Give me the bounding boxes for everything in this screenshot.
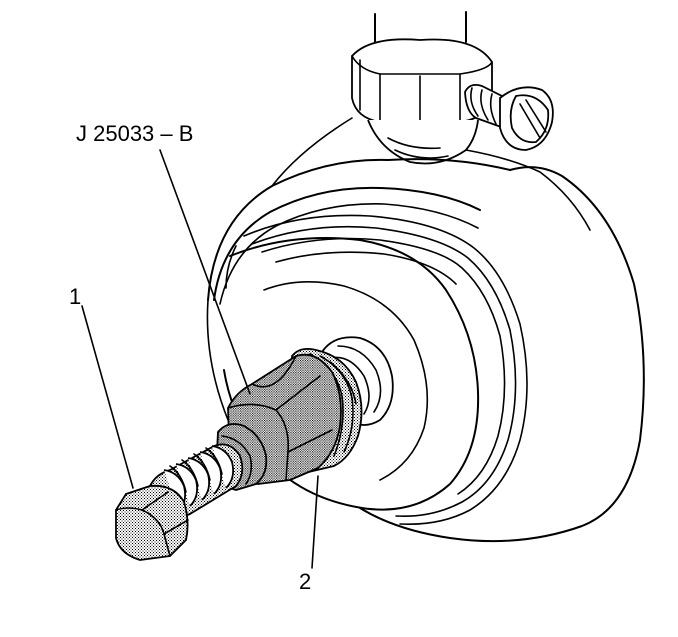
tool-label: J 25033 – B — [76, 121, 193, 146]
leader-line-tool — [159, 149, 251, 395]
leader-line-item2 — [311, 475, 319, 569]
item-1-label: 1 — [69, 284, 81, 309]
hex-fitting-nut — [351, 38, 493, 165]
item-2-label: 2 — [299, 569, 311, 594]
bleeder-screw — [464, 83, 554, 151]
leader-line-item1 — [81, 305, 134, 489]
housing-body — [206, 117, 645, 543]
bolt-hex-head — [115, 484, 189, 561]
tool-sleeve — [215, 347, 363, 491]
shaft — [374, 11, 467, 43]
